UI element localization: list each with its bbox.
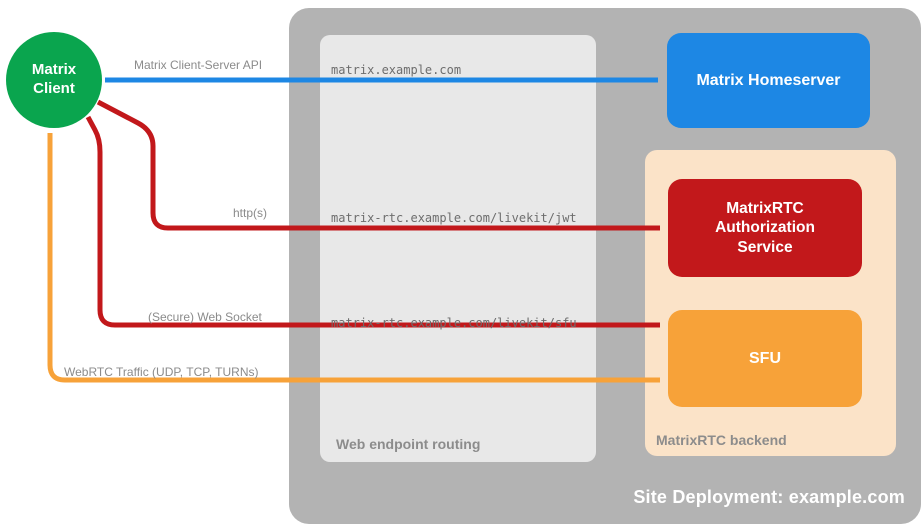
web-endpoint-routing-label: Web endpoint routing [336, 436, 481, 452]
edge-label-matrix-client-server-api: Matrix Client-Server API [134, 58, 263, 72]
site-deployment-label: Site Deployment: example.com [633, 487, 905, 507]
edge-label-https: http(s) [233, 206, 268, 220]
node-matrix-client-label: Matrix Client [31, 61, 77, 97]
node-matrix-homeserver: Matrix Homeserver [667, 33, 870, 128]
node-matrix-client: Matrix Client [6, 32, 102, 128]
matrixrtc-backend-label: MatrixRTC backend [656, 432, 787, 448]
node-matrixrtc-authorization-service-label: MatrixRTC Authorization Service [715, 199, 815, 256]
web-endpoint-routing-container: Web endpoint routing [320, 35, 596, 462]
endpoint-livekit-sfu: matrix-rtc.example.com/livekit/sfu [331, 316, 577, 330]
node-matrix-homeserver-label: Matrix Homeserver [696, 71, 841, 89]
node-sfu: SFU [668, 310, 862, 407]
endpoint-matrix-example-com: matrix.example.com [331, 63, 462, 77]
node-sfu-label: SFU [749, 349, 781, 367]
endpoint-livekit-jwt: matrix-rtc.example.com/livekit/jwt [331, 211, 577, 225]
edge-label-secure-web-socket: (Secure) Web Socket [148, 310, 262, 324]
node-matrixrtc-authorization-service: MatrixRTC Authorization Service [668, 179, 862, 277]
edge-label-webrtc-traffic: WebRTC Traffic (UDP, TCP, TURNs) [64, 365, 259, 379]
